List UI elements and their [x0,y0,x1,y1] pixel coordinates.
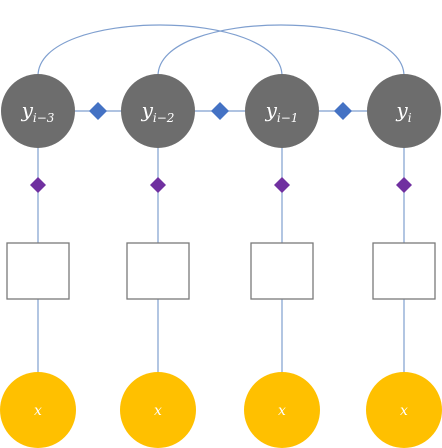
input-node-0: x [0,372,76,448]
hidden-boxes [6,242,436,300]
label-node-0: yi−3 [1,74,75,148]
label-node-circle [367,74,441,148]
label-node-2: yi−1 [245,74,319,148]
skip-arc-1 [157,24,405,77]
label-node-1: yi−2 [121,74,195,148]
input-node-1: x [120,372,196,448]
hidden-box-1 [126,242,190,300]
input-node-circle [366,372,442,448]
emission-factor-0 [30,177,46,193]
input-node-text: x [278,403,286,419]
label-main: y [21,98,34,122]
label-subscript: i−1 [277,111,299,125]
label-main: y [395,98,408,122]
skip-arc-0 [37,24,283,77]
input-node-2: x [244,372,320,448]
label-main: y [265,98,278,122]
input-node-text: x [400,403,408,419]
factor-nodes [30,102,412,193]
label-node-text: yi−3 [21,98,55,125]
input-node-circle [120,372,196,448]
hidden-box-2 [250,242,314,300]
label-main: y [141,98,154,122]
label-node-circle [1,74,75,148]
label-node-text: yi−1 [265,98,299,125]
input-node-3: x [366,372,442,448]
edges [37,110,405,410]
input-node-circle [0,372,76,448]
input-node-circle [244,372,320,448]
label-node-circle [245,74,319,148]
label-node-text: yi [395,98,411,125]
transition-factor-2 [334,102,352,120]
input-node-text: x [34,403,42,419]
emission-factor-2 [274,177,290,193]
label-node-text: yi−2 [141,98,175,125]
input-node-text: x [154,403,162,419]
transition-factor-1 [211,102,229,120]
hidden-box-0 [6,242,70,300]
hidden-box-3 [372,242,436,300]
label-subscript: i [408,111,412,125]
label-subscript: i−3 [33,111,55,125]
label-subscript: i−2 [153,111,175,125]
emission-factor-1 [150,177,166,193]
emission-factor-3 [396,177,412,193]
skip-connection-arcs [37,24,405,77]
transition-factor-0 [89,102,107,120]
label-node-3: yi [367,74,441,148]
label-node-circle [121,74,195,148]
